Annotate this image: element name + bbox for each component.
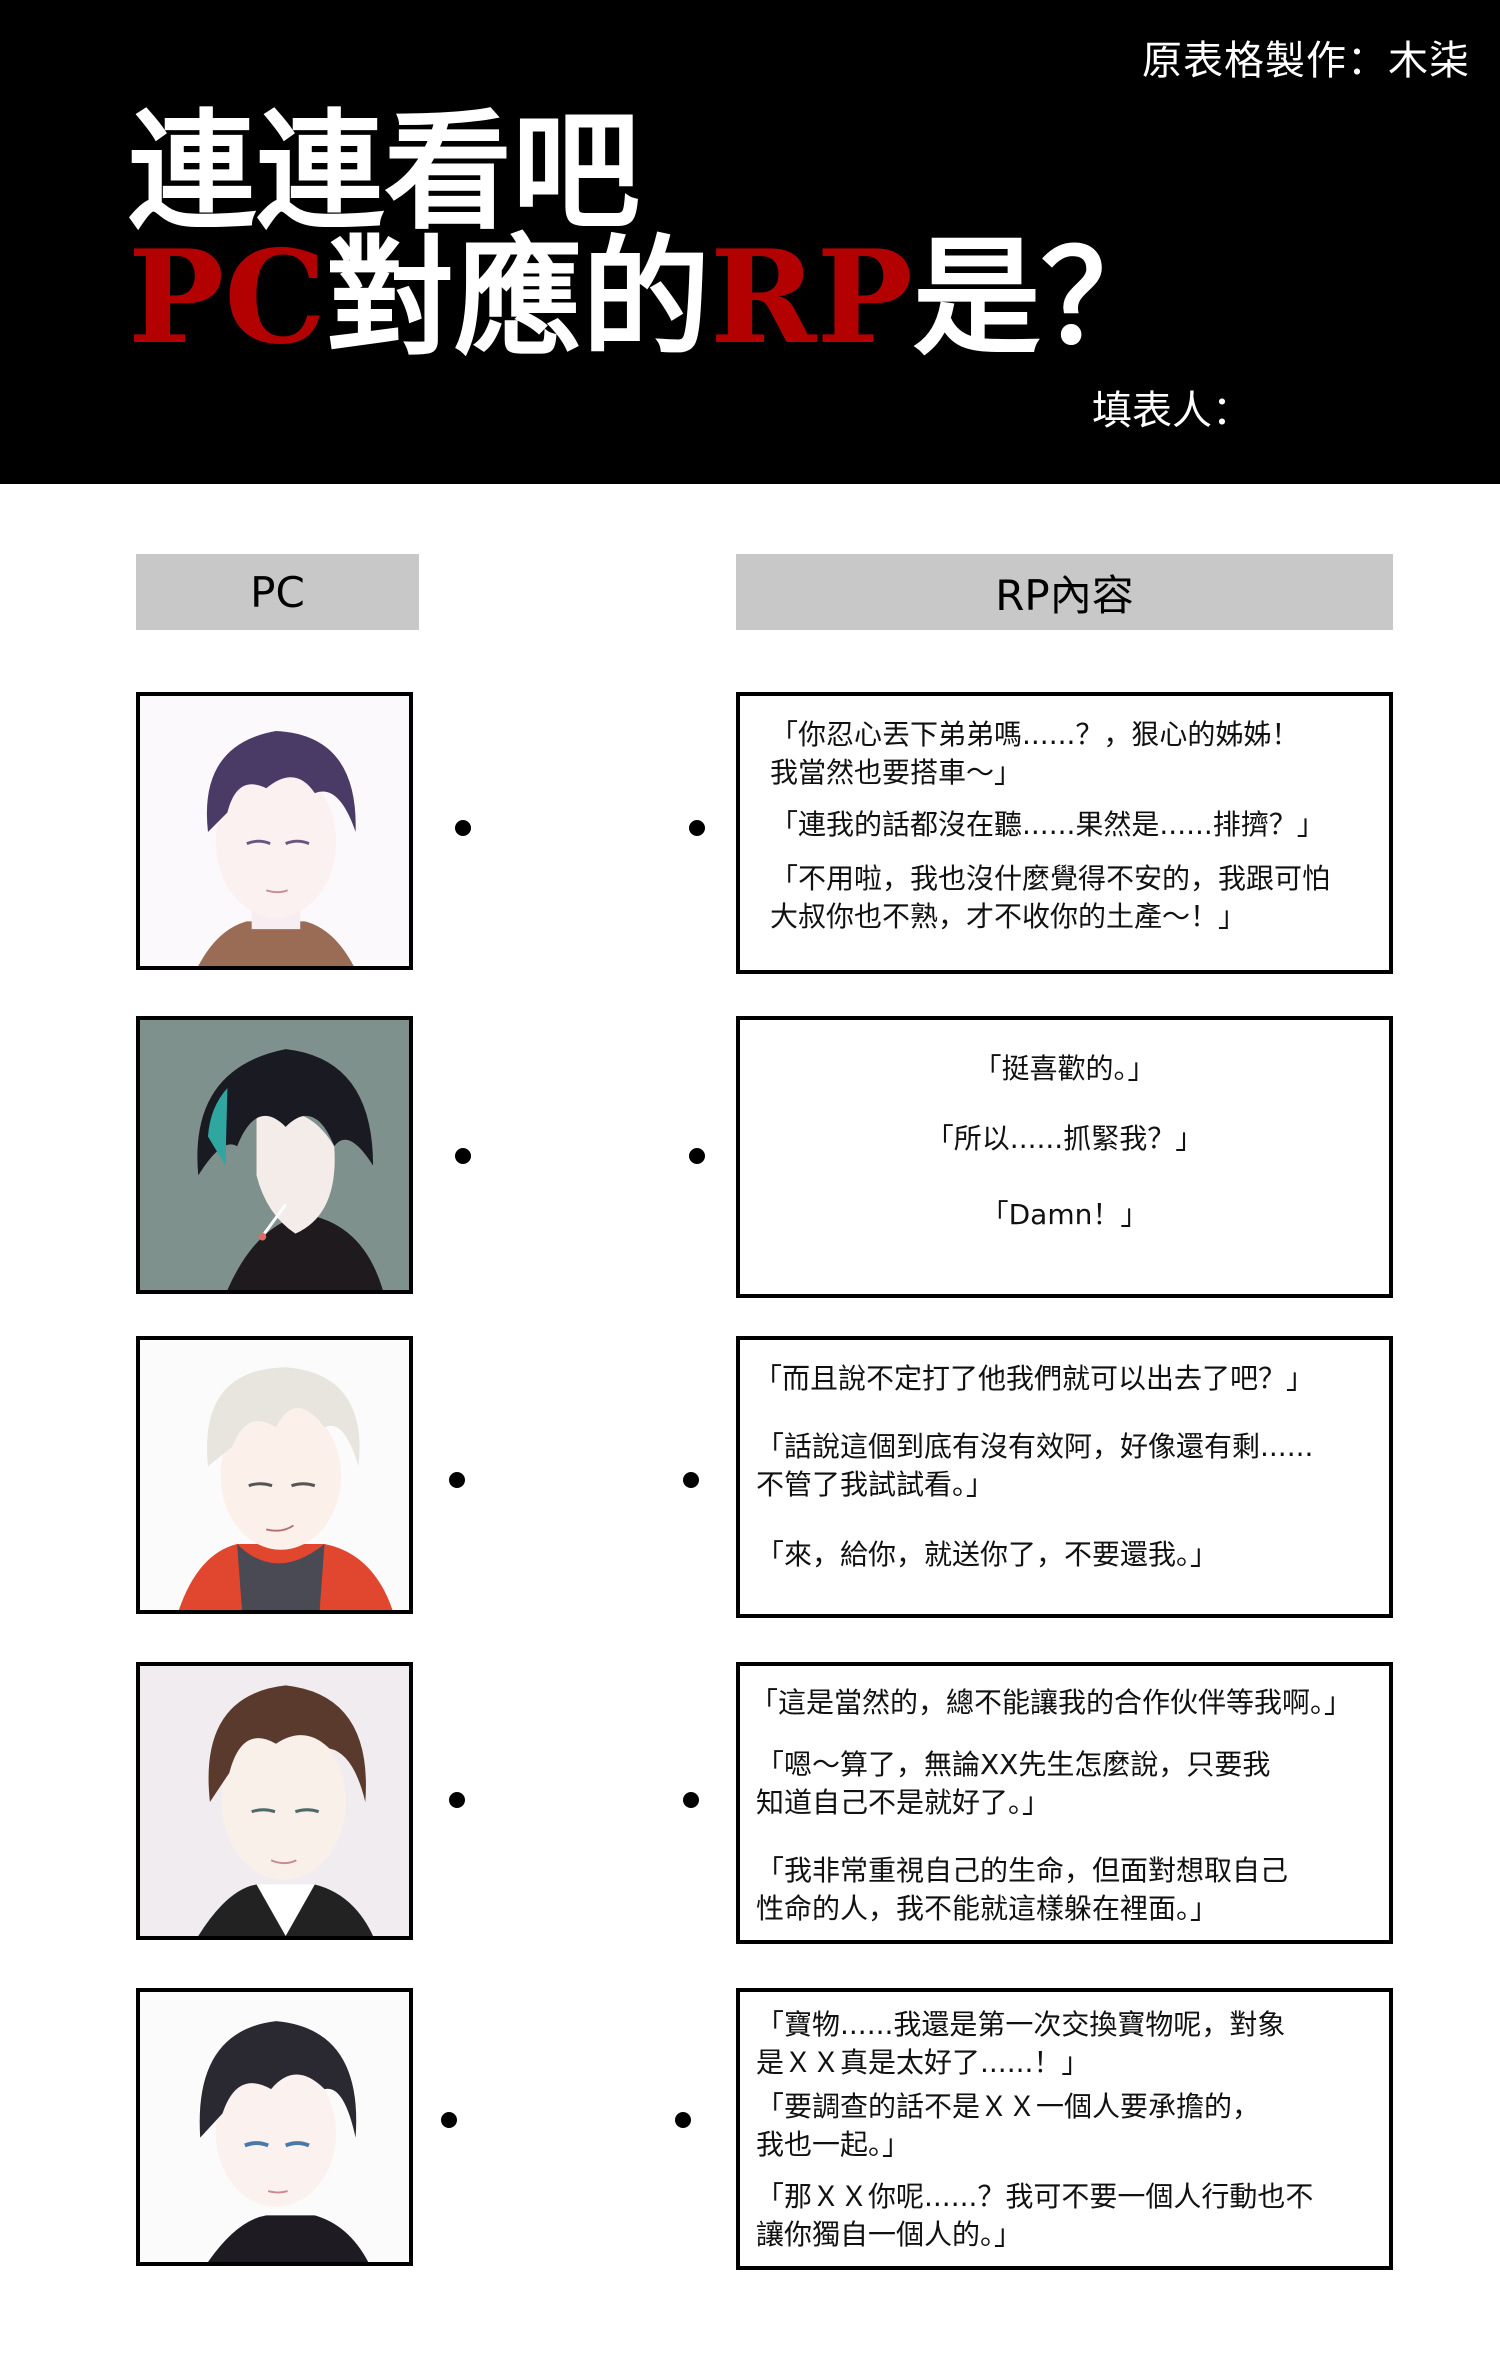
rp-quote: 「你忍心丟下弟弟嗎......？，狠心的姊姊！ 我當然也要搭車～」 bbox=[770, 718, 1300, 789]
connect-dot-pc-3[interactable] bbox=[449, 1472, 465, 1488]
rp-quote: 「所以......抓緊我？」 bbox=[925, 1122, 1204, 1155]
title-end: 是？ bbox=[912, 223, 1169, 373]
black-haired-blue-eyed-portrait bbox=[140, 1992, 409, 2262]
rp-quote: 「話說這個到底有沒有效阿，好像還有剩...... 不管了我試試看。」 bbox=[756, 1430, 1314, 1501]
match-row-1: 「你忍心丟下弟弟嗎......？，狠心的姊姊！ 我當然也要搭車～」 「連我的話都… bbox=[0, 692, 1500, 974]
rp-quote: 「Damn！」 bbox=[980, 1198, 1149, 1231]
rp-quote: 「那ＸＸ你呢......？我可不要一個人行動也不 讓你獨自一個人的。」 bbox=[756, 2180, 1314, 2251]
brown-haired-smile-portrait bbox=[140, 1666, 409, 1936]
connect-dot-rp-5[interactable] bbox=[675, 2112, 691, 2128]
match-row-4: 「這是當然的，總不能讓我的合作伙伴等我啊。」 「嗯～算了，無論XX先生怎麼說，只… bbox=[0, 1662, 1500, 1944]
title-line-2: PC對應的RP是？ bbox=[128, 234, 1169, 362]
portrait-1 bbox=[136, 692, 413, 970]
rp-quote: 「連我的話都沒在聽......果然是......排擠？」 bbox=[770, 808, 1325, 841]
portrait-3 bbox=[136, 1336, 413, 1614]
match-row-2: 「挺喜歡的。」 「所以......抓緊我？」 「Damn！」 bbox=[0, 1016, 1500, 1298]
connect-dot-rp-1[interactable] bbox=[689, 820, 705, 836]
rp-quote: 「嗯～算了，無論XX先生怎麼說，只要我 知道自己不是就好了。」 bbox=[756, 1748, 1271, 1819]
rp-box-5: 「寶物......我還是第一次交換寶物呢，對象 是ＸＸ真是太好了......！」… bbox=[736, 1988, 1393, 2270]
dark-haired-lollipop-portrait bbox=[140, 1020, 409, 1290]
white-haired-smirk-portrait bbox=[140, 1340, 409, 1610]
rp-quote: 「要調查的話不是ＸＸ一個人要承擔的， 我也一起。」 bbox=[756, 2090, 1261, 2161]
title-mid: 對應的 bbox=[326, 223, 711, 373]
connect-dot-pc-4[interactable] bbox=[449, 1792, 465, 1808]
rp-quote: 「我非常重視自己的生命，但面對想取自己 性命的人，我不能就這樣躲在裡面。」 bbox=[756, 1854, 1289, 1925]
match-row-3: 「而且說不定打了他我們就可以出去了吧？」 「話說這個到底有沒有效阿，好像還有剩.… bbox=[0, 1336, 1500, 1618]
rp-quote: 「而且說不定打了他我們就可以出去了吧？」 bbox=[754, 1362, 1315, 1395]
portrait-5 bbox=[136, 1988, 413, 2266]
rp-quote: 「寶物......我還是第一次交換寶物呢，對象 是ＸＸ真是太好了......！」 bbox=[756, 2008, 1286, 2079]
column-header-pc: PC bbox=[136, 554, 419, 630]
title-line-1: 連連看吧 bbox=[128, 97, 641, 247]
rp-box-3: 「而且說不定打了他我們就可以出去了吧？」 「話說這個到底有沒有效阿，好像還有剩.… bbox=[736, 1336, 1393, 1618]
rp-box-4: 「這是當然的，總不能讓我的合作伙伴等我啊。」 「嗯～算了，無論XX先生怎麼說，只… bbox=[736, 1662, 1393, 1944]
connect-dot-pc-1[interactable] bbox=[455, 820, 471, 836]
connect-dot-rp-4[interactable] bbox=[683, 1792, 699, 1808]
connect-dot-pc-2[interactable] bbox=[455, 1148, 471, 1164]
portrait-4 bbox=[136, 1662, 413, 1940]
rp-quote: 「這是當然的，總不能讓我的合作伙伴等我啊。」 bbox=[750, 1686, 1353, 1719]
column-header-rp: RP內容 bbox=[736, 554, 1393, 630]
header-banner: 原表格製作：木柒 連連看吧 PC對應的RP是？ 填表人： bbox=[0, 0, 1500, 484]
credit-text: 原表格製作：木柒 bbox=[1142, 38, 1470, 84]
connect-dot-rp-3[interactable] bbox=[683, 1472, 699, 1488]
purple-haired-youth-portrait bbox=[140, 696, 409, 966]
match-row-5: 「寶物......我還是第一次交換寶物呢，對象 是ＸＸ真是太好了......！」… bbox=[0, 1988, 1500, 2270]
connect-dot-rp-2[interactable] bbox=[689, 1148, 705, 1164]
title-rp: RP bbox=[710, 223, 913, 373]
rp-quote: 「來，給你，就送你了，不要還我。」 bbox=[756, 1538, 1219, 1571]
rp-box-1: 「你忍心丟下弟弟嗎......？，狠心的姊姊！ 我當然也要搭車～」 「連我的話都… bbox=[736, 692, 1393, 974]
portrait-2 bbox=[136, 1016, 413, 1294]
title-pc: PC bbox=[128, 223, 327, 373]
rp-quote: 「挺喜歡的。」 bbox=[973, 1052, 1156, 1085]
rp-box-2: 「挺喜歡的。」 「所以......抓緊我？」 「Damn！」 bbox=[736, 1016, 1393, 1298]
filler-label: 填表人： bbox=[1092, 388, 1252, 434]
connect-dot-pc-5[interactable] bbox=[441, 2112, 457, 2128]
rp-quote: 「不用啦，我也沒什麼覺得不安的，我跟可怕 大叔你也不熟，才不收你的土產～！」 bbox=[770, 862, 1331, 933]
